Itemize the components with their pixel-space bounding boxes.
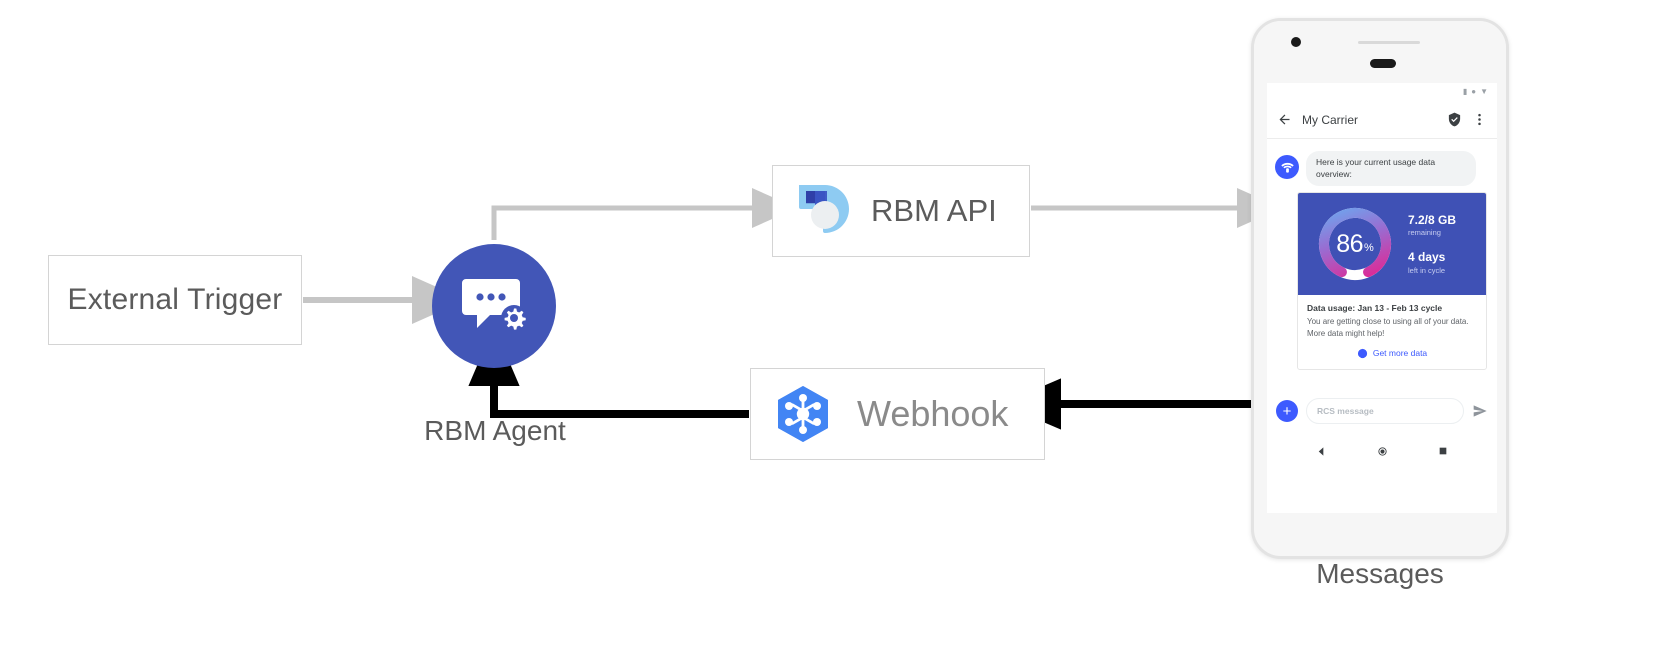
chat-gear-icon — [462, 279, 527, 331]
send-icon[interactable] — [1472, 403, 1488, 419]
status-bar: ▮ ● ▼ — [1267, 83, 1497, 101]
node-rbm-agent[interactable] — [432, 244, 556, 368]
node-webhook[interactable]: Webhook — [750, 368, 1045, 460]
arrow-webhook-to-agent — [468, 326, 749, 418]
webhook-hexagon-icon — [778, 386, 828, 442]
stat-data-remaining: 7.2/8 GB remaining — [1408, 213, 1457, 238]
rcs-message-input[interactable]: RCS message — [1306, 398, 1464, 424]
hero-stats: 7.2/8 GB remaining 4 days left in cycle — [1398, 213, 1486, 275]
data-usage-gauge: 86 % — [1312, 201, 1398, 287]
gauge-value: 86 — [1336, 229, 1364, 258]
get-more-data-label: Get more data — [1372, 348, 1428, 359]
carrier-wifi-avatar-icon — [1275, 155, 1299, 179]
phone-top-bezel — [1254, 21, 1506, 87]
phone-screen: ▮ ● ▼ My Carrier — [1267, 83, 1497, 513]
phone-mockup: ▮ ● ▼ My Carrier — [1251, 18, 1509, 559]
phone-earpiece-speaker — [1370, 59, 1396, 68]
rich-card[interactable]: 86 % 7.2/8 GB remaining 4 days le — [1297, 192, 1487, 370]
card-hero: 86 % 7.2/8 GB remaining 4 days le — [1298, 193, 1486, 296]
get-more-data-button[interactable]: Get more data — [1307, 340, 1477, 363]
rbm-api-icon — [799, 185, 849, 233]
node-rbm-api[interactable]: RBM API — [772, 165, 1030, 257]
conversation-title: My Carrier — [1302, 112, 1358, 127]
rcs-message-placeholder: RCS message — [1317, 406, 1374, 416]
incoming-message-row: Here is your current usage data overview… — [1267, 147, 1497, 187]
webhook-label: Webhook — [857, 393, 1009, 434]
android-nav-bar — [1267, 433, 1497, 469]
gauge-text: 86 % — [1312, 201, 1398, 287]
nav-back-triangle-icon[interactable] — [1316, 446, 1327, 457]
phone-sensor-line — [1358, 41, 1420, 44]
card-title: Data usage: Jan 13 - Feb 13 cycle — [1307, 303, 1443, 314]
battery-icon: ▼ — [1480, 87, 1488, 96]
conversation-area: Here is your current usage data overview… — [1267, 139, 1497, 469]
card-body: Data usage: Jan 13 - Feb 13 cycle You ar… — [1298, 295, 1486, 368]
verified-shield-icon[interactable] — [1447, 112, 1462, 127]
stat-days-left: 4 days left in cycle — [1408, 250, 1446, 275]
plus-icon[interactable]: + — [1276, 400, 1298, 422]
nav-home-circle-icon[interactable] — [1377, 446, 1388, 457]
intro-message-bubble: Here is your current usage data overview… — [1306, 151, 1476, 187]
more-vert-icon[interactable] — [1472, 112, 1487, 127]
arrow-agent-to-api — [491, 188, 797, 240]
phone-bottom-bezel — [1267, 513, 1497, 553]
app-bar: My Carrier — [1267, 101, 1497, 139]
rbm-agent-label: RBM Agent — [424, 415, 566, 446]
signal-icon: ▮ — [1462, 87, 1468, 96]
wifi-icon: ● — [1471, 87, 1477, 96]
nav-recents-square-icon[interactable] — [1438, 446, 1448, 456]
globe-icon — [1356, 348, 1367, 358]
message-composer: + RCS message — [1267, 389, 1497, 433]
card-description: You are getting close to using all of yo… — [1307, 317, 1469, 339]
back-arrow-icon[interactable] — [1277, 112, 1292, 127]
gauge-unit: % — [1364, 241, 1374, 254]
node-external-trigger[interactable]: External Trigger — [48, 255, 302, 345]
rbm-api-label: RBM API — [871, 193, 997, 228]
phone-camera-icon — [1291, 37, 1301, 47]
messages-label: Messages — [1316, 558, 1444, 589]
external-trigger-label: External Trigger — [67, 283, 283, 316]
